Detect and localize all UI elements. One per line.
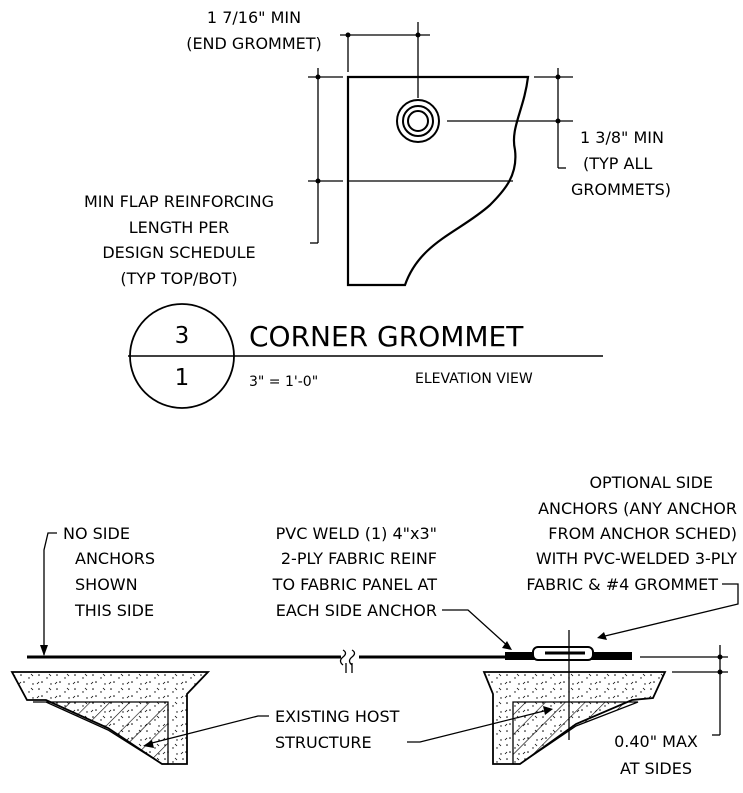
grommet-spacing-dimension: 1 3/8" MIN (TYP ALL GROMMETS) — [447, 68, 671, 199]
pvc-weld-line3: TO FABRIC PANEL AT — [272, 575, 438, 594]
end-grommet-dim-line2: (END GROMMET) — [186, 34, 322, 53]
max-gap-line2: AT SIDES — [620, 759, 692, 778]
optional-line4: WITH PVC-WELDED 3-PLY — [536, 549, 737, 568]
sheet-number: 1 — [175, 365, 190, 391]
optional-line1: OPTIONAL SIDE — [589, 473, 713, 492]
detail-title: CORNER GROMMET — [249, 320, 524, 353]
grommet-dim-line3: GROMMETS) — [571, 180, 671, 199]
side-anchor-section: 0.40" MAX AT SIDES NO SIDE ANCHORS SHOWN… — [10, 473, 739, 778]
detail-title-block: 3 1 CORNER GROMMET 3" = 1'-0" ELEVATION … — [128, 303, 603, 409]
pvc-weld-line2: 2-PLY FABRIC REINF — [281, 549, 437, 568]
grommet-dim-line2: (TYP ALL — [583, 154, 652, 173]
flap-reinf-line3: DESIGN SCHEDULE — [102, 243, 255, 262]
detail-number: 3 — [175, 323, 190, 349]
host-line2: STRUCTURE — [275, 733, 372, 752]
flap-reinforcing-dimension: MIN FLAP REINFORCING LENGTH PER DESIGN S… — [84, 68, 343, 288]
flap-reinf-line2: LENGTH PER — [129, 218, 230, 237]
grommet-icon — [396, 99, 440, 143]
no-anchors-line3: SHOWN — [75, 575, 138, 594]
flap-reinf-line4: (TYP TOP/BOT) — [120, 269, 237, 288]
host-structure-note: EXISTING HOST STRUCTURE — [143, 706, 553, 752]
no-anchors-line4: THIS SIDE — [74, 601, 154, 620]
no-side-anchors-note: NO SIDE ANCHORS SHOWN THIS SIDE — [40, 524, 155, 656]
view-label: ELEVATION VIEW — [415, 371, 533, 387]
optional-anchors-note: OPTIONAL SIDE ANCHORS (ANY ANCHOR FROM A… — [526, 473, 739, 640]
optional-line5: FABRIC & #4 GROMMET — [526, 575, 718, 594]
max-gap-line1: 0.40" MAX — [614, 732, 698, 751]
no-anchors-line1: NO SIDE — [63, 524, 130, 543]
left-host-structure — [10, 671, 211, 765]
detail-scale: 3" = 1'-0" — [249, 374, 318, 390]
side-anchor-icon — [505, 630, 632, 740]
fabric-flap-outline — [346, 75, 530, 287]
end-grommet-dimension: 1 7/16" MIN (END GROMMET) — [186, 8, 430, 98]
flap-reinf-line1: MIN FLAP REINFORCING — [84, 192, 274, 211]
break-symbol — [339, 649, 359, 673]
right-host-structure — [482, 671, 667, 765]
pvc-weld-line4: EACH SIDE ANCHOR — [276, 601, 437, 620]
pvc-weld-note: PVC WELD (1) 4"x3" 2-PLY FABRIC REINF TO… — [272, 524, 512, 650]
no-anchors-line2: ANCHORS — [75, 549, 155, 568]
pvc-weld-line1: PVC WELD (1) 4"x3" — [276, 524, 437, 543]
optional-line2: ANCHORS (ANY ANCHOR — [538, 499, 737, 518]
optional-line3: FROM ANCHOR SCHED) — [548, 524, 737, 543]
grommet-dim-line1: 1 3/8" MIN — [580, 128, 664, 147]
max-gap-dimension: 0.40" MAX AT SIDES — [614, 645, 728, 778]
host-line1: EXISTING HOST — [275, 707, 400, 726]
end-grommet-dim-line1: 1 7/16" MIN — [207, 8, 301, 27]
corner-grommet-elevation: 1 7/16" MIN (END GROMMET) 1 3/8" MIN (TY… — [84, 8, 671, 288]
